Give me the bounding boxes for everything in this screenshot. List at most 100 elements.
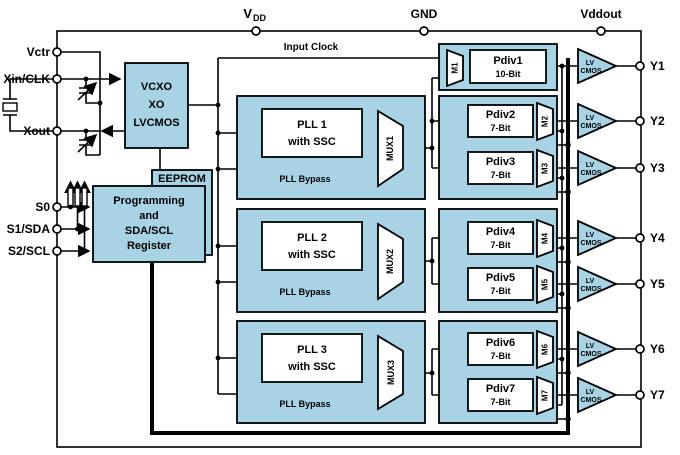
buffer-y5-line1: LV xyxy=(586,278,595,285)
pull-resistor-3 xyxy=(81,187,88,207)
vcxo-label-2: XO xyxy=(149,99,165,111)
programming-label-1: Programming xyxy=(113,195,185,207)
buffer-y7 xyxy=(577,376,619,414)
pdiv2-name: Pdiv2 xyxy=(486,109,515,121)
vctr-pin-label: Vctr xyxy=(27,45,51,59)
xin-pin xyxy=(52,74,62,84)
junction-dot xyxy=(559,175,565,181)
pll1-box xyxy=(261,108,363,158)
pll2-name: PLL 2 xyxy=(297,232,327,244)
pdiv2-bits: 7-Bit xyxy=(491,123,511,133)
buffer-y1-line2: CMOS xyxy=(581,68,602,75)
junction-dot xyxy=(565,305,571,311)
junction-dot xyxy=(559,291,565,297)
buffer-y7-line2: CMOS xyxy=(581,397,602,404)
y6-pin-label: Y6 xyxy=(650,342,665,356)
y7-pin xyxy=(635,390,645,400)
pdiv4-bits: 7-Bit xyxy=(491,240,511,250)
pdiv3-bits: 7-Bit xyxy=(491,170,511,180)
gnd-pin xyxy=(419,26,429,36)
pdiv5-bits: 7-Bit xyxy=(491,286,511,296)
s2-pin-label: S2/SCL xyxy=(8,244,50,258)
pdiv1-name: Pdiv1 xyxy=(493,55,522,67)
junction-dot xyxy=(429,370,435,376)
junction-dot xyxy=(215,102,221,108)
buffer-y7-line1: LV xyxy=(586,389,595,396)
programming-label-3: SDA/SCL xyxy=(125,225,174,237)
varactor-arrow-1 xyxy=(77,81,98,101)
junction-dot xyxy=(565,142,571,148)
mux3 xyxy=(377,334,404,411)
junction-dot xyxy=(215,166,221,172)
junction-dot xyxy=(429,258,435,264)
s0-pin xyxy=(52,202,62,212)
pdiv3-name: Pdiv3 xyxy=(486,156,515,168)
s1-pin-label: S1/SDA xyxy=(7,222,51,236)
m1-label: M1 xyxy=(451,62,460,74)
pdiv4-box xyxy=(467,221,534,255)
programming-label-4: Register xyxy=(127,240,172,252)
buffer-y3-line1: LV xyxy=(586,162,595,169)
junction-dot xyxy=(559,245,565,251)
vdd-pin-subscript: DD xyxy=(253,13,266,23)
pdiv7-bits: 7-Bit xyxy=(491,397,511,407)
programming-bus xyxy=(150,58,570,435)
vddout-pin xyxy=(596,26,606,36)
pdiv7-box xyxy=(467,378,534,412)
varactor-arrow-2 xyxy=(77,133,98,153)
buffer-y2 xyxy=(577,102,619,140)
programming-label-2: and xyxy=(139,210,159,222)
junction-dot xyxy=(75,226,80,232)
pll1-sub: with SSC xyxy=(287,136,336,148)
pdiv4-name: Pdiv4 xyxy=(486,226,516,238)
junction-dot xyxy=(559,356,565,362)
buffer-y2-line1: LV xyxy=(586,115,595,122)
buffer-y1 xyxy=(577,47,619,85)
m6-label: M6 xyxy=(541,343,550,355)
vctr-pin xyxy=(52,47,62,57)
m6-mux xyxy=(536,329,554,370)
pdiv5-box xyxy=(467,267,534,301)
junction-dot xyxy=(215,355,221,361)
junction-dot xyxy=(83,128,89,134)
junction-dot xyxy=(82,248,87,254)
junction-dot xyxy=(565,416,571,422)
junction-dot xyxy=(215,279,221,285)
pll2-sub: with SSC xyxy=(287,249,336,261)
junction-dot xyxy=(429,145,435,151)
mux1-label: MUX1 xyxy=(385,136,395,161)
vcxo-label-3: LVCMOS xyxy=(133,117,179,129)
s2-pin xyxy=(52,246,62,256)
junction-dot xyxy=(565,259,571,265)
junction-dot xyxy=(565,189,571,195)
crystal-icon xyxy=(2,102,18,112)
y5-pin xyxy=(635,279,645,289)
xout-pin-label: Xout xyxy=(23,124,50,138)
m2-mux xyxy=(536,101,554,142)
junction-dot xyxy=(83,76,89,82)
vcxo-block xyxy=(124,62,189,149)
s1-pin xyxy=(52,224,62,234)
m4-label: M4 xyxy=(541,232,550,244)
junction-dot xyxy=(215,243,221,249)
pdiv2-box xyxy=(467,104,534,138)
vdd-pin-label: V xyxy=(243,6,252,21)
m2-label: M2 xyxy=(541,115,550,127)
pdiv7-name: Pdiv7 xyxy=(486,383,515,395)
pll3-name: PLL 3 xyxy=(297,344,327,356)
mux3-label: MUX3 xyxy=(386,360,396,385)
y2-pin xyxy=(635,116,645,126)
y1-pin-label: Y1 xyxy=(650,59,665,73)
junction-dot xyxy=(559,63,565,69)
xin-pin-label: Xin/CLK xyxy=(3,72,50,86)
buffer-y4 xyxy=(577,219,619,257)
pll2-bypass-label: PLL Bypass xyxy=(279,287,330,297)
m7-mux xyxy=(536,375,554,416)
pdiv6-box xyxy=(467,332,534,366)
junction-dot xyxy=(97,100,103,106)
pdiv3-box xyxy=(467,151,534,185)
vddout-pin-label: Vddout xyxy=(580,7,621,21)
junction-dot xyxy=(559,128,565,134)
